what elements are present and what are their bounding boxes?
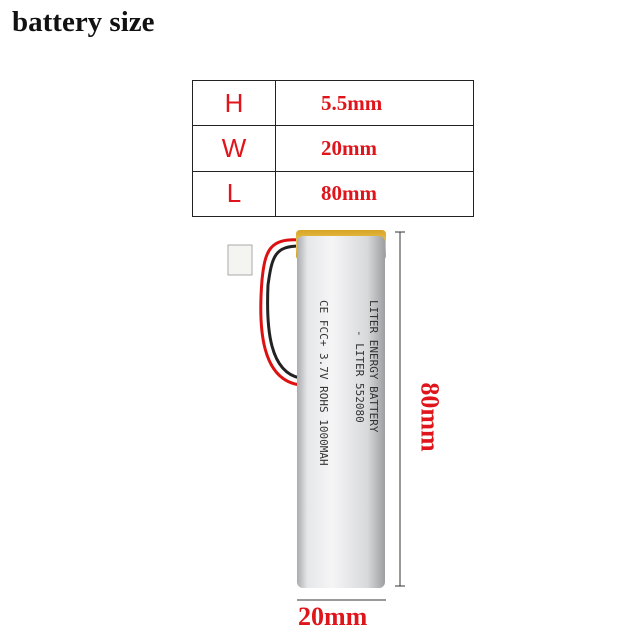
label-line: CE FCC+ 3.7V ROHS 1000MAH — [317, 300, 330, 466]
label-line: LITER ENERGY BATTERY — [367, 300, 380, 433]
dim-key: L — [192, 170, 276, 218]
page-title: battery size — [12, 6, 155, 38]
battery-image — [297, 236, 385, 588]
dim-value: 80mm — [275, 170, 474, 218]
battery-label: LITER ENERGY BATTERY - LITER 552080 CE F… — [317, 300, 380, 500]
length-label: 80mm — [415, 382, 445, 452]
width-label: 20mm — [298, 602, 368, 631]
dim-key: W — [192, 125, 276, 172]
dim-key: H — [192, 79, 276, 127]
label-line: - LITER 552080 — [353, 330, 366, 423]
dim-value: 5.5mm — [275, 79, 474, 127]
